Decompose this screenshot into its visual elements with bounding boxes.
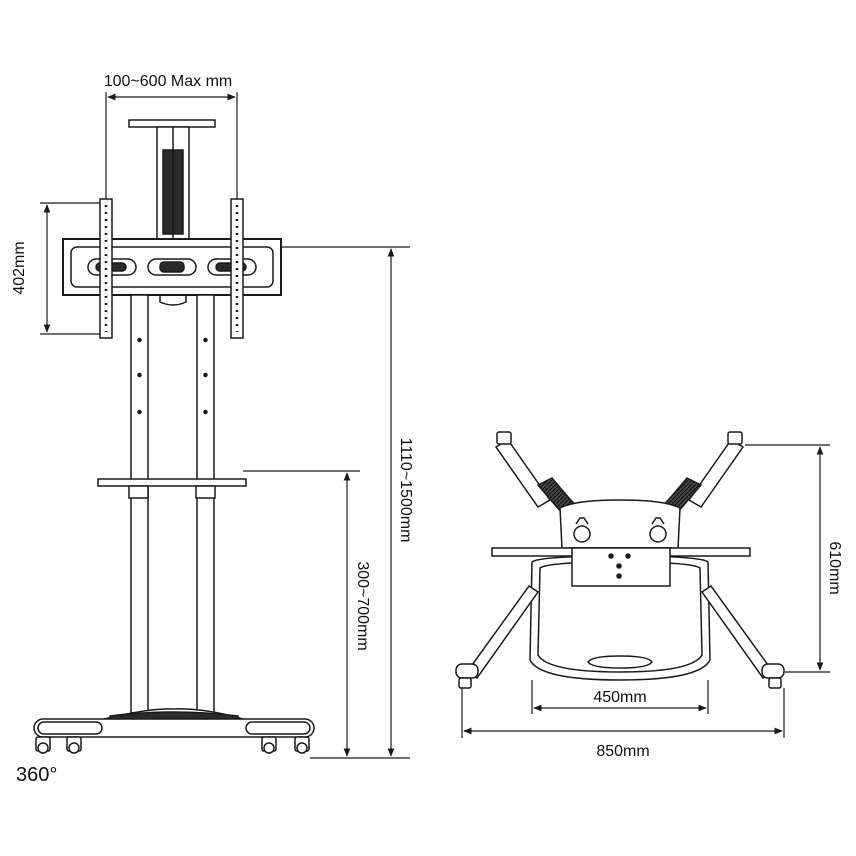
caster — [66, 736, 82, 754]
top-hub — [559, 499, 681, 549]
caster — [294, 736, 310, 754]
inner-width-label: 450mm — [593, 689, 646, 706]
camera-shelf-top — [128, 119, 216, 240]
mounting-plate — [62, 238, 282, 306]
top-dimensions — [461, 444, 830, 738]
total-height-label: 1110~1500mm — [397, 438, 414, 543]
vesa-arm-right — [230, 198, 244, 339]
columns — [130, 294, 215, 714]
front-dimensions — [40, 92, 410, 759]
front-view — [33, 119, 315, 754]
vesa-height-label: 402mm — [11, 241, 28, 294]
rotation-note: 360° — [16, 764, 57, 786]
leg-lower-left — [455, 584, 540, 689]
vesa-arm-left — [99, 198, 113, 339]
top-view — [455, 431, 785, 689]
vesa-width-label: 100~600 Max mm — [104, 73, 233, 90]
center-mount-box — [571, 547, 671, 587]
leg-lower-right — [700, 584, 785, 689]
middle-shelf — [97, 478, 247, 499]
base-depth-label: 610mm — [826, 541, 843, 594]
front-base — [33, 708, 315, 754]
caster — [35, 736, 51, 754]
outer-width-label: 850mm — [596, 743, 649, 760]
caster — [261, 736, 277, 754]
shelf-height-label: 300~700mm — [354, 561, 371, 650]
